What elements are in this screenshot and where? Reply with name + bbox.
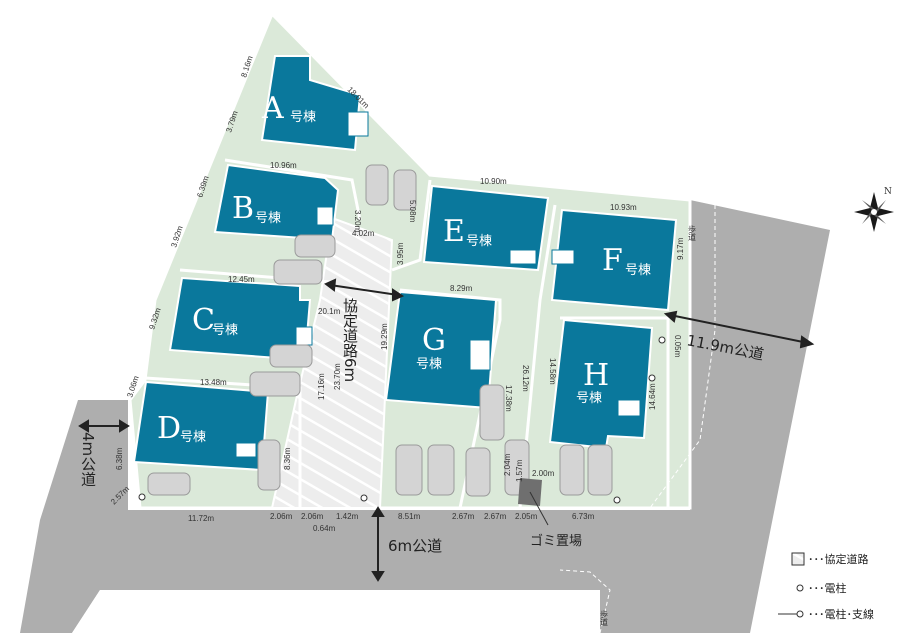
house-F[interactable]: F 号棟 [550,208,678,312]
dim-bottom-2: 2.06m [270,512,293,521]
sidewalk-label-1: 歩道 [688,224,697,242]
dim-garbage-left: 1.57m [515,459,524,482]
dim-d-left-2: 6.38m [115,447,124,470]
dim-road-3: 23.70m [333,363,342,390]
house-A[interactable]: A 号棟 [260,55,369,152]
house-H-suffix: 号棟 [576,391,602,406]
compass-north: N [884,187,892,197]
dim-road-2: 17.16m [317,373,326,400]
dim-b-right-2: 5.08m [408,200,417,223]
house-G-letter: G [422,323,446,358]
dim-e-top: 10.90m [480,177,507,186]
garbage-leader [529,491,549,526]
dim-garbage-top: 2.00m [532,469,555,478]
house-G-suffix: 号棟 [416,357,442,372]
house-H[interactable]: H 号棟 [548,318,654,450]
dim-bottom-9: 2.05m [515,512,538,521]
house-C-suffix: 号棟 [212,323,238,338]
dim-e-g: 26.12m [521,365,530,392]
dim-road-4: 19.29m [380,323,389,350]
dim-c-right: 20.1m [318,307,341,316]
house-G[interactable]: G 号棟 [384,290,498,410]
legend: ･･･協定道路 ･･･電柱 ･･･電柱･支線 [778,552,874,621]
dim-c-top: 12.45m [228,275,255,284]
dim-bottom-6: 8.51m [398,512,421,521]
dim-b-top: 10.96m [270,161,297,170]
parking-cars [147,164,613,497]
house-B[interactable]: B 号棟 [213,163,340,242]
house-A-letter: A [261,91,284,126]
public-road-4m [20,200,830,633]
house-C-letter: C [192,303,215,338]
dim-h-right-top: 0.05m [673,335,682,358]
house-D-letter: D [157,411,181,446]
dim-bottom-7: 2.67m [452,512,475,521]
house-E[interactable]: E 号棟 [422,184,550,272]
public-road-4m-label: 4m公道 [79,432,97,486]
public-road-6m-label: 6m公道 [388,537,442,555]
compass-icon: N [854,187,894,232]
dim-bottom-10: 6.73m [572,512,595,521]
sidewalk-label-2: 歩道 [600,609,609,627]
garbage-label: ゴミ置場 [530,533,582,549]
house-F-suffix: 号棟 [625,263,651,278]
dim-garbage-left-2: 2.04m [503,453,512,476]
dim-bottom-1: 11.72m [188,514,214,523]
dim-h-right: 14.64m [648,383,657,410]
house-F-letter: F [602,243,623,278]
legend-pole-icon [796,584,804,592]
house-E-letter: E [443,214,465,249]
legend-pole-label: ･･･電柱 [808,581,847,595]
dim-g-right: 17.38m [504,385,513,412]
dim-h-left: 14.58m [548,358,557,385]
legend-agreement-swatch [791,552,805,566]
dim-d-top: 13.48m [200,378,227,387]
dim-bottom-3: 2.06m [301,512,324,521]
road-arrows [78,278,815,582]
utility-poles [138,336,666,504]
dim-road-5: 3.95m [396,242,405,265]
house-C[interactable]: C 号棟 [168,276,313,362]
house-H-letter: H [583,358,609,393]
dim-road-1: 8.36m [283,447,292,470]
dim-g-top: 8.29m [450,284,473,293]
house-E-suffix: 号棟 [466,234,492,249]
house-B-letter: B [232,191,254,226]
dim-bottom-4: 1.42m [336,512,359,521]
dim-f-top: 10.93m [610,203,637,212]
dim-b-right-1: 3.20m [353,210,362,233]
legend-pole-line-icon [796,610,804,618]
dim-f-right: 9.17m [676,237,685,260]
house-A-suffix: 号棟 [290,110,316,125]
sidewalk-line-south [559,569,611,633]
legend-pole-line-label: ･･･電柱･支線 [808,607,874,621]
dim-b-bottom: 4.02m [352,229,375,238]
agreement-road-label: 協定道路6m [341,298,359,382]
dim-bottom-8: 2.67m [484,512,507,521]
dim-bottom-5: 0.64m [313,524,336,533]
public-road-6m [72,590,600,633]
house-D-suffix: 号棟 [180,430,206,445]
house-D[interactable]: D 号棟 [132,380,270,472]
legend-agreement-label: ･･･協定道路 [808,552,869,566]
house-B-suffix: 号棟 [255,211,281,226]
